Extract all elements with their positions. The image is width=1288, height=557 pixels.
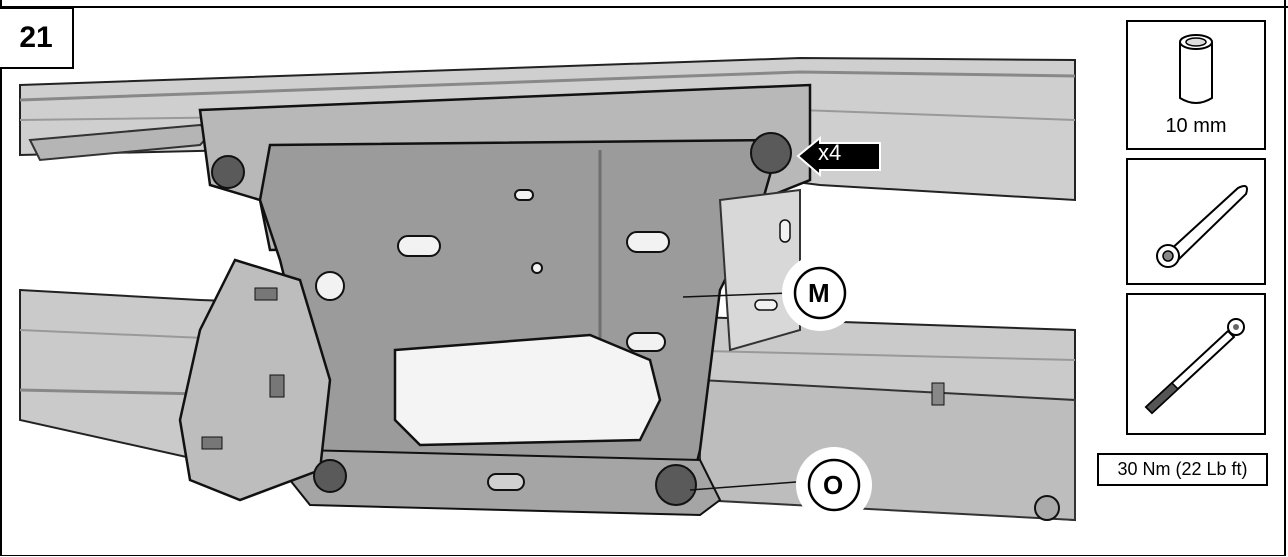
part-m-label: M — [808, 278, 830, 308]
socket-size-label: 10 mm — [1165, 115, 1227, 137]
ratchet-tool-box — [1126, 158, 1266, 285]
ratchet-icon — [1156, 185, 1248, 268]
socket-tool-box: 10 mm — [1126, 20, 1266, 150]
torque-spec: 30 Nm (22 Lb ft) — [1097, 453, 1268, 486]
arrow-icon — [796, 135, 881, 178]
part-m-circle — [793, 266, 847, 320]
step-number: 21 — [0, 7, 74, 69]
socket-icon — [1179, 34, 1213, 104]
part-o-label: O — [823, 470, 844, 500]
top-border — [0, 6, 1288, 8]
part-o-circle — [807, 458, 861, 512]
quantity-label: x4 — [818, 140, 842, 165]
torque-wrench-icon — [1144, 318, 1245, 415]
torque-wrench-box — [1126, 293, 1266, 435]
